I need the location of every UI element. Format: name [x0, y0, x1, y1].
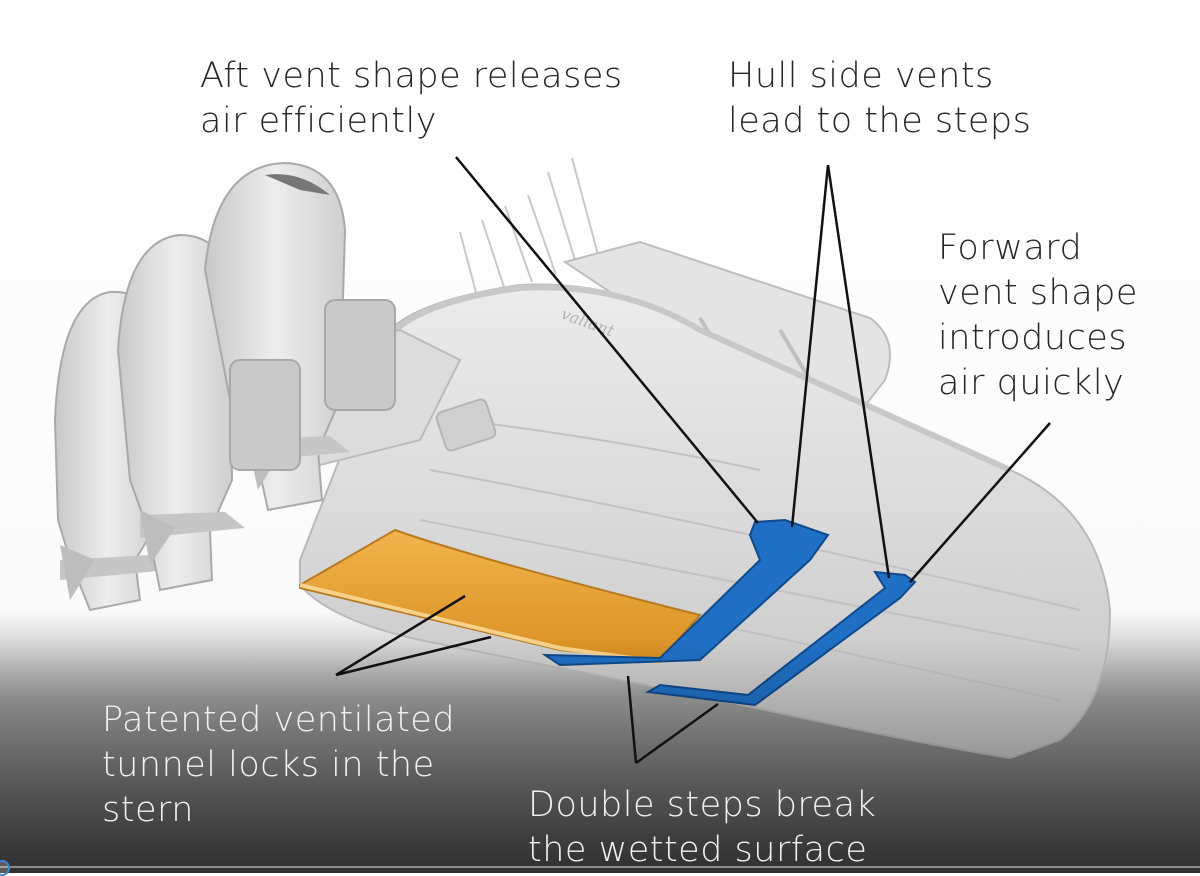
video-progress-bar[interactable]: [0, 860, 1200, 876]
callout-lines: [335, 156, 1051, 765]
bottom-shade: [0, 640, 1200, 873]
steps-pointer-a: [626, 675, 638, 764]
progress-scrubber-handle[interactable]: [0, 860, 10, 876]
hull-vents-pointer-b: [826, 164, 891, 579]
forward-vent-label-line: Forward: [938, 228, 1083, 268]
tunnel-label-line: Patented ventilated: [102, 700, 456, 740]
forward-vent-label-line: air quickly: [938, 363, 1125, 403]
steps-label: Double steps break the wetted surface: [528, 783, 876, 873]
steps-pointer-b: [635, 702, 719, 765]
aft-vent-label-line: Aft vent shape releases: [200, 56, 623, 96]
transom-vent: [435, 398, 497, 452]
engine-middle: [116, 233, 245, 592]
tunnel-pointer-b: [335, 635, 492, 677]
hull-gunwale: [393, 284, 1012, 473]
tunnel-label-line: tunnel locks in the: [102, 745, 435, 785]
steps-label-line: Double steps break: [528, 785, 877, 825]
forward-vent-label-line: vent shape: [938, 273, 1138, 313]
forward-vent-pointer: [909, 422, 1051, 583]
hull-vents-pointer-a: [790, 164, 830, 528]
forward-vent-label: Forward vent shape introduces air quickl…: [938, 226, 1138, 406]
hull-vents-label-line: lead to the steps: [728, 101, 1032, 141]
tunnel-pointer-a: [335, 594, 466, 677]
antennas: [459, 157, 601, 301]
tunnel-label: Patented ventilated tunnel locks in the …: [102, 698, 455, 833]
forward-vent-label-line: introduces: [938, 318, 1128, 358]
tunnel-label-line: stern: [102, 790, 194, 830]
ventilated-tunnel: [299, 528, 702, 662]
aft-vent-label: Aft vent shape releases air efficiently: [200, 54, 623, 144]
engine-brackets: [229, 299, 396, 471]
steps-label-line: the wetted surface: [528, 830, 868, 870]
aft-vent-label-line: air efficiently: [200, 101, 437, 141]
outboard-engines: [53, 161, 396, 612]
progress-track[interactable]: [0, 866, 1200, 868]
hull-vents-label-line: Hull side vents: [728, 56, 994, 96]
aft-vent-pointer: [455, 156, 759, 524]
hull-vents-label: Hull side vents lead to the steps: [728, 54, 1031, 144]
